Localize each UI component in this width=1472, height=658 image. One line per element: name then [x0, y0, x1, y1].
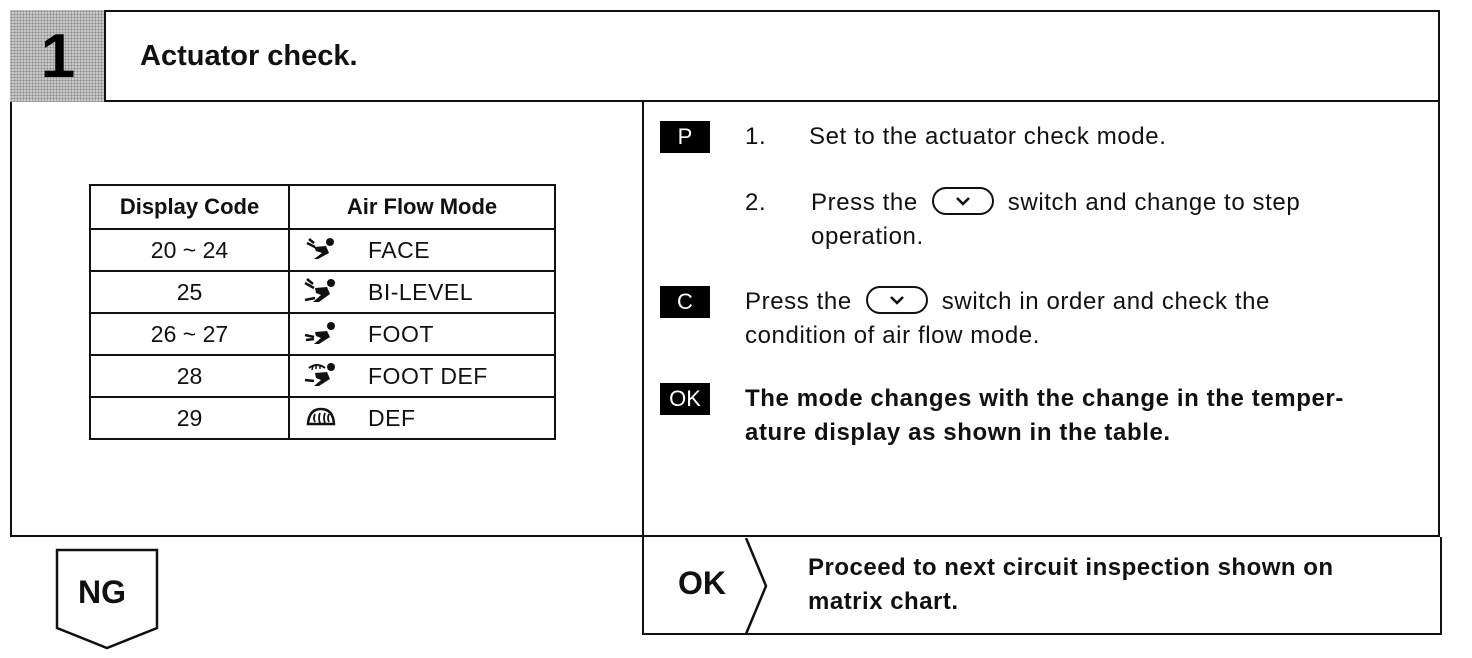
foot-airflow-icon: [296, 321, 346, 347]
p-step2-line1: Press the switch and change to step: [811, 186, 1421, 220]
down-chevron-switch-icon: [865, 285, 928, 314]
c-text-a: Press the: [745, 288, 852, 315]
display-code-cell: 29: [89, 396, 290, 440]
c-line1: Press the switch in order and check the: [745, 285, 1270, 319]
face-airflow-icon: [296, 237, 346, 263]
ok-badge: OK: [660, 383, 710, 415]
p-badge: P: [660, 121, 710, 153]
chevron-right-icon: [744, 538, 768, 634]
display-code-cell: 28: [89, 354, 290, 398]
display-code-cell: 25: [89, 270, 290, 314]
p-step1-text: Set to the actuator check mode.: [809, 123, 1167, 150]
table-row: 29 DEF: [89, 396, 556, 440]
ng-result-label: NG: [78, 574, 126, 610]
table-row: 25 BI-LEVEL: [89, 270, 556, 314]
ok-result-line1: Proceed to next circuit inspection shown…: [808, 554, 1334, 581]
down-chevron-switch-icon: [931, 186, 994, 215]
defroster-icon: [296, 406, 346, 430]
air-flow-mode-label: DEF: [368, 404, 416, 431]
c-line2: condition of air flow mode.: [745, 322, 1041, 349]
p-step2-number: 2.: [745, 189, 767, 216]
p-step2-text-b: switch and change to step: [1007, 189, 1301, 216]
ok-line1: The mode changes with the change in the …: [745, 385, 1344, 412]
p-step2-line2: operation.: [811, 223, 924, 250]
step-frame: [10, 10, 1440, 537]
c-text-b: switch in order and check the: [941, 288, 1271, 315]
p-step2-text-a: Press the: [811, 189, 918, 216]
step-number-box: 1: [10, 10, 106, 102]
bi-level-airflow-icon: [296, 278, 346, 306]
air-flow-mode-label: FOOT: [368, 320, 434, 347]
air-flow-mode-label: BI-LEVEL: [368, 278, 473, 305]
table-row: 28 FOOT DEF: [89, 354, 556, 398]
air-flow-mode-label: FOOT DEF: [368, 362, 488, 389]
step-title: Actuator check.: [140, 40, 358, 72]
air-flow-mode-label: FACE: [368, 236, 431, 263]
display-code-cell: 20 ~ 24: [89, 228, 290, 272]
air-flow-mode-table: Display Code Air Flow Mode 20 ~ 24 FACE …: [89, 184, 556, 440]
ok-result-label: OK: [678, 565, 726, 601]
c-badge: C: [660, 286, 710, 318]
ok-result-line2: matrix chart.: [808, 588, 959, 615]
table-header-row: Display Code Air Flow Mode: [89, 184, 556, 230]
column-divider: [642, 100, 644, 635]
table-header-display-code: Display Code: [89, 184, 290, 230]
step-header-row: [10, 10, 1440, 102]
display-code-cell: 26 ~ 27: [89, 312, 290, 356]
ok-line2: ature display as shown in the table.: [745, 419, 1171, 446]
ok-result-box: [642, 537, 1442, 635]
ok-result-text: Proceed to next circuit inspection shown…: [808, 551, 1418, 619]
foot-def-airflow-icon: [296, 362, 346, 390]
table-row: 26 ~ 27 FOOT: [89, 312, 556, 356]
table-header-air-flow-mode: Air Flow Mode: [288, 184, 556, 230]
table-row: 20 ~ 24 FACE: [89, 228, 556, 272]
p-step1-number: 1.: [745, 123, 767, 150]
ng-arrow-box: [55, 548, 159, 650]
step-number: 1: [40, 21, 76, 91]
